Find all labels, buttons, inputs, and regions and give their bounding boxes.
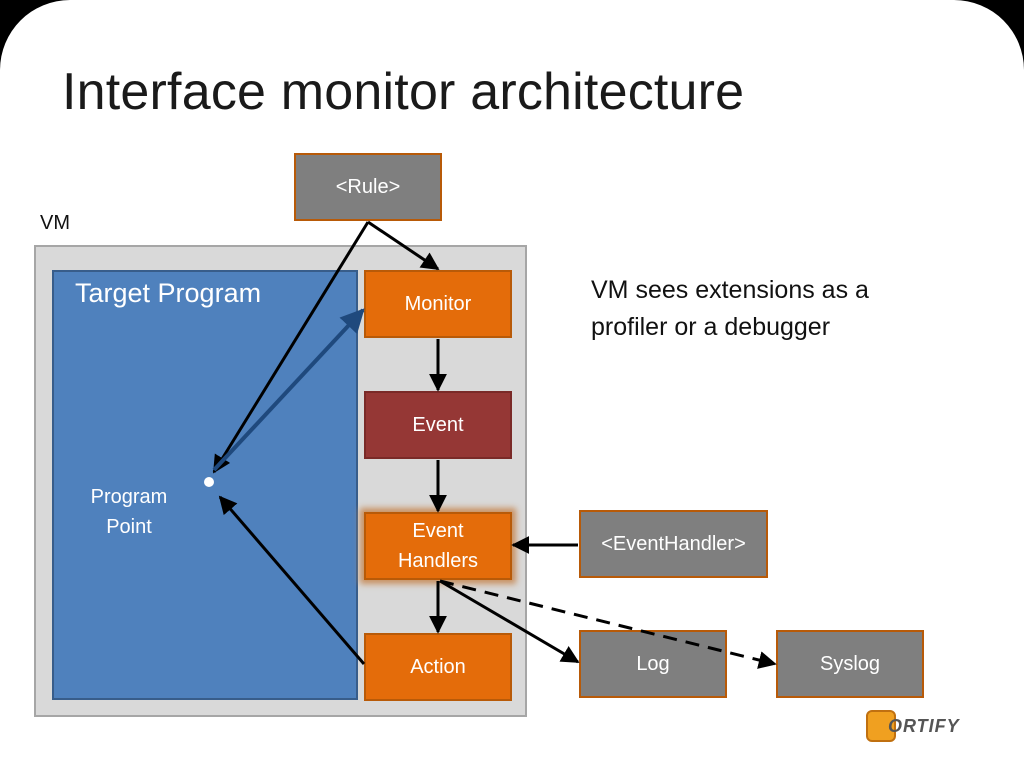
event-handlers-box: Event Handlers: [364, 512, 512, 580]
program-point-label: Program Point: [90, 486, 168, 538]
arrow-point-to-monitor: [212, 308, 365, 472]
target-program-label: Target Program: [75, 278, 262, 308]
arrow-handlers-to-log: [439, 579, 580, 664]
arrow-rule-to-monitor: [367, 220, 440, 271]
program-point-dot: [204, 477, 214, 487]
fortify-logo: ORTIFY: [866, 710, 966, 746]
syslog-box: Syslog: [776, 630, 924, 698]
event-box: Event: [364, 391, 512, 459]
fortify-logo-text: ORTIFY: [888, 716, 960, 736]
event-handler-tag-box: <EventHandler>: [579, 510, 768, 578]
monitor-box: Monitor: [364, 270, 512, 338]
arrow-handlers-to-syslog-dashed: [439, 579, 777, 669]
rule-box: <Rule>: [294, 153, 442, 221]
page-title: Interface monitor architecture: [62, 63, 745, 121]
arrow-rule-to-point: [212, 221, 370, 474]
target-program-box: [52, 270, 358, 700]
vm-label: VM: [40, 212, 70, 234]
arrow-action-to-point: [218, 495, 366, 665]
fortify-logo-icon: [866, 710, 896, 742]
vm-note-text: VM sees extensions as a profiler or a de…: [591, 276, 869, 341]
log-box: Log: [579, 630, 727, 698]
action-box: Action: [364, 633, 512, 701]
